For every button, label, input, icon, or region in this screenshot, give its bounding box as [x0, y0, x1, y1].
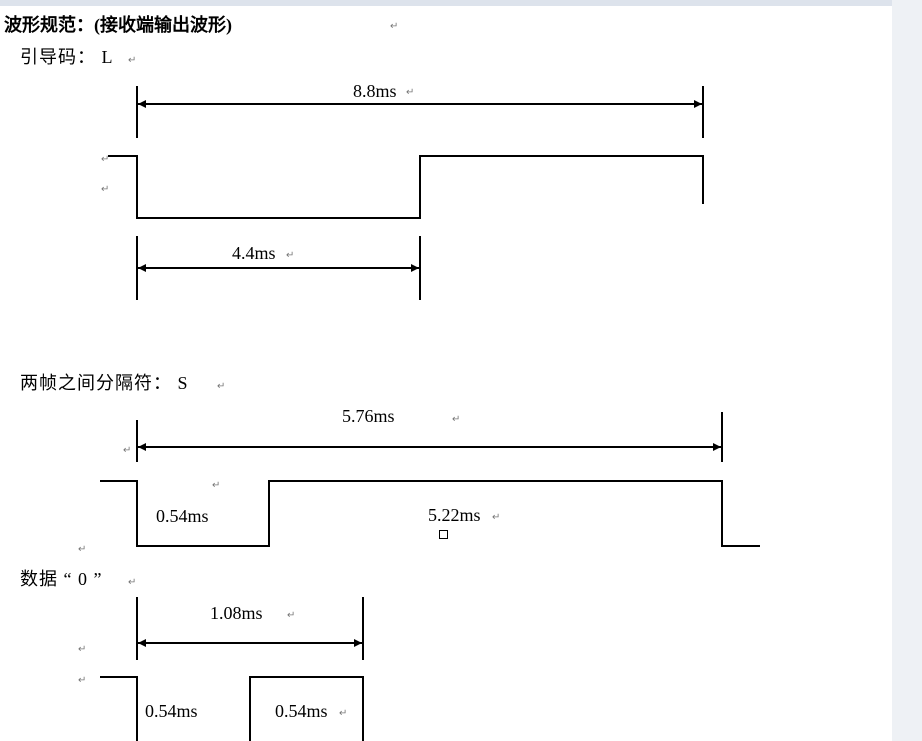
leader-total-label: 8.8ms [353, 81, 397, 101]
separator-high-label: 5.22ms [428, 505, 481, 525]
separator-heading: 两帧之间分隔符： S [20, 373, 189, 393]
leader-waveform [108, 155, 704, 219]
paragraph-mark: ↵ [339, 708, 348, 719]
data0-high-label: 0.54ms [275, 701, 328, 721]
page-title: 波形规范：(接收端输出波形) [4, 15, 232, 35]
leader-low-label: 4.4ms [232, 243, 276, 263]
data0-heading: 数据 “ 0 ” [20, 569, 103, 589]
data0-waveform [100, 676, 364, 741]
paragraph-mark: ↵ [128, 577, 137, 588]
paragraph-mark: ↵ [212, 480, 221, 491]
paragraph-mark: ↵ [78, 675, 87, 686]
paragraph-mark: ↵ [217, 381, 226, 392]
data0-total-label: 1.08ms [210, 603, 263, 623]
separator-low-label: 0.54ms [156, 506, 209, 526]
paragraph-mark: ↵ [128, 55, 137, 66]
paragraph-mark: ↵ [390, 21, 399, 32]
paragraph-mark: ↵ [286, 250, 295, 261]
paragraph-mark: ↵ [101, 184, 110, 195]
paragraph-mark: ↵ [492, 512, 501, 523]
leader-heading: 引导码： L [20, 47, 114, 67]
paragraph-mark: ↵ [101, 154, 110, 165]
paragraph-mark: ↵ [123, 445, 132, 456]
window-right-edge [892, 0, 922, 741]
separator-total-label: 5.76ms [342, 406, 395, 426]
separator-waveform [100, 480, 760, 547]
data0-low-label: 0.54ms [145, 701, 198, 721]
anchor-marker [439, 530, 448, 539]
paragraph-mark: ↵ [287, 610, 296, 621]
paragraph-mark: ↵ [406, 87, 415, 98]
window-top-bar [0, 0, 892, 6]
paragraph-mark: ↵ [78, 544, 87, 555]
paragraph-mark: ↵ [78, 644, 87, 655]
paragraph-mark: ↵ [452, 414, 461, 425]
